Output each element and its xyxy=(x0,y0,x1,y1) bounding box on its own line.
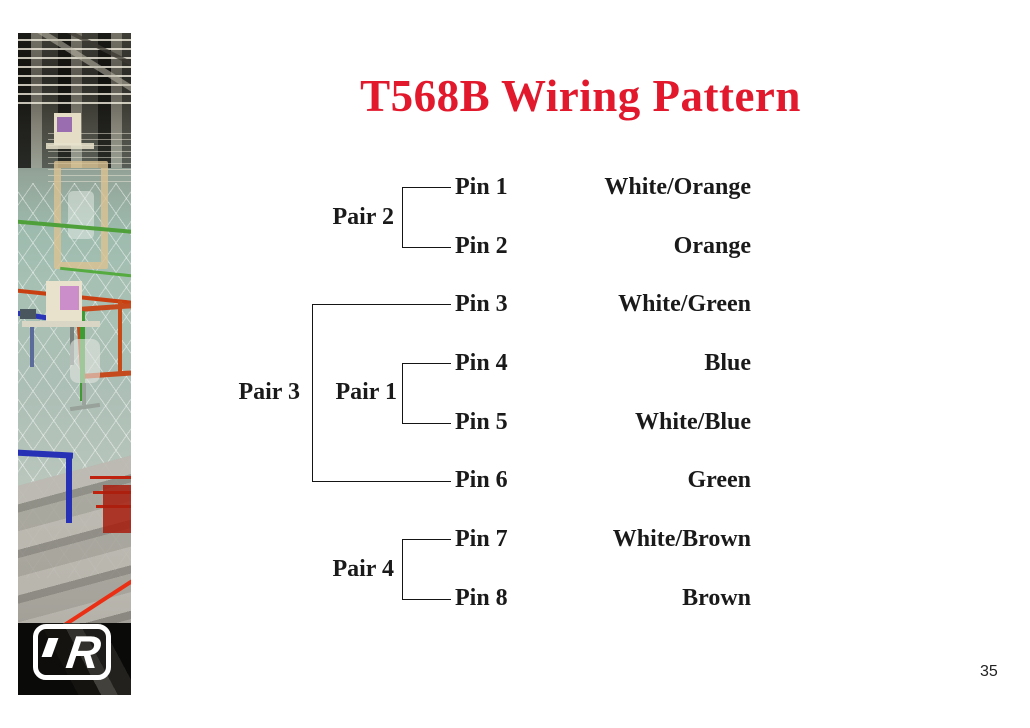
doorway-frame xyxy=(54,161,108,269)
slide-title: T568B Wiring Pattern xyxy=(360,71,801,121)
wire-color-label: Orange xyxy=(673,233,751,259)
wire-color-label: White/Orange xyxy=(604,174,751,200)
pair-label-1: Pair 1 xyxy=(335,379,397,405)
pin-label: Pin 5 xyxy=(455,409,508,435)
pin-label: Pin 6 xyxy=(455,467,508,493)
printer xyxy=(20,309,36,319)
shelf xyxy=(46,143,94,149)
monitor-screen-small xyxy=(57,117,72,132)
pair-label-4: Pair 4 xyxy=(332,556,394,582)
pair-label-2: Pair 2 xyxy=(332,204,394,230)
desk xyxy=(22,321,100,327)
pin-label: Pin 3 xyxy=(455,291,508,317)
wire-color-label: White/Blue xyxy=(634,409,751,435)
network-office-art: R xyxy=(18,33,131,695)
monitor-screen xyxy=(60,286,79,310)
office-chair-ghost xyxy=(68,191,94,239)
wire-color-label: White/Brown xyxy=(612,526,751,552)
r-logo-wedge xyxy=(41,638,59,657)
chair-stem xyxy=(82,383,86,405)
computer-monitor xyxy=(46,281,82,321)
desk-leg-1 xyxy=(30,327,34,367)
wire-color-label: Blue xyxy=(704,350,751,376)
pin-label: Pin 4 xyxy=(455,350,508,376)
pair3-bracket xyxy=(312,304,451,482)
pin-label: Pin 8 xyxy=(455,585,508,611)
page-number: 35 xyxy=(980,663,998,680)
wire-color-label: Green xyxy=(687,467,751,493)
red-cable-stub-1 xyxy=(90,476,131,479)
r-logo-letter: R xyxy=(63,626,104,678)
red-cable-vertical xyxy=(118,301,122,376)
computer-monitor-small xyxy=(54,113,81,145)
pair4-bracket xyxy=(402,539,451,600)
pair1-bracket xyxy=(402,363,451,424)
wire-color-label: Brown xyxy=(682,585,751,611)
pin-label: Pin 2 xyxy=(455,233,508,259)
pair-label-3: Pair 3 xyxy=(238,379,300,405)
wire-color-label: White/Green xyxy=(618,291,751,317)
office-chair xyxy=(70,339,100,383)
blue-cable-down xyxy=(66,453,72,523)
r-logo: R xyxy=(33,624,111,680)
pin-label: Pin 1 xyxy=(455,174,508,200)
pair2-bracket xyxy=(402,187,451,248)
pin-label: Pin 7 xyxy=(455,526,508,552)
red-equipment-box xyxy=(103,485,131,533)
